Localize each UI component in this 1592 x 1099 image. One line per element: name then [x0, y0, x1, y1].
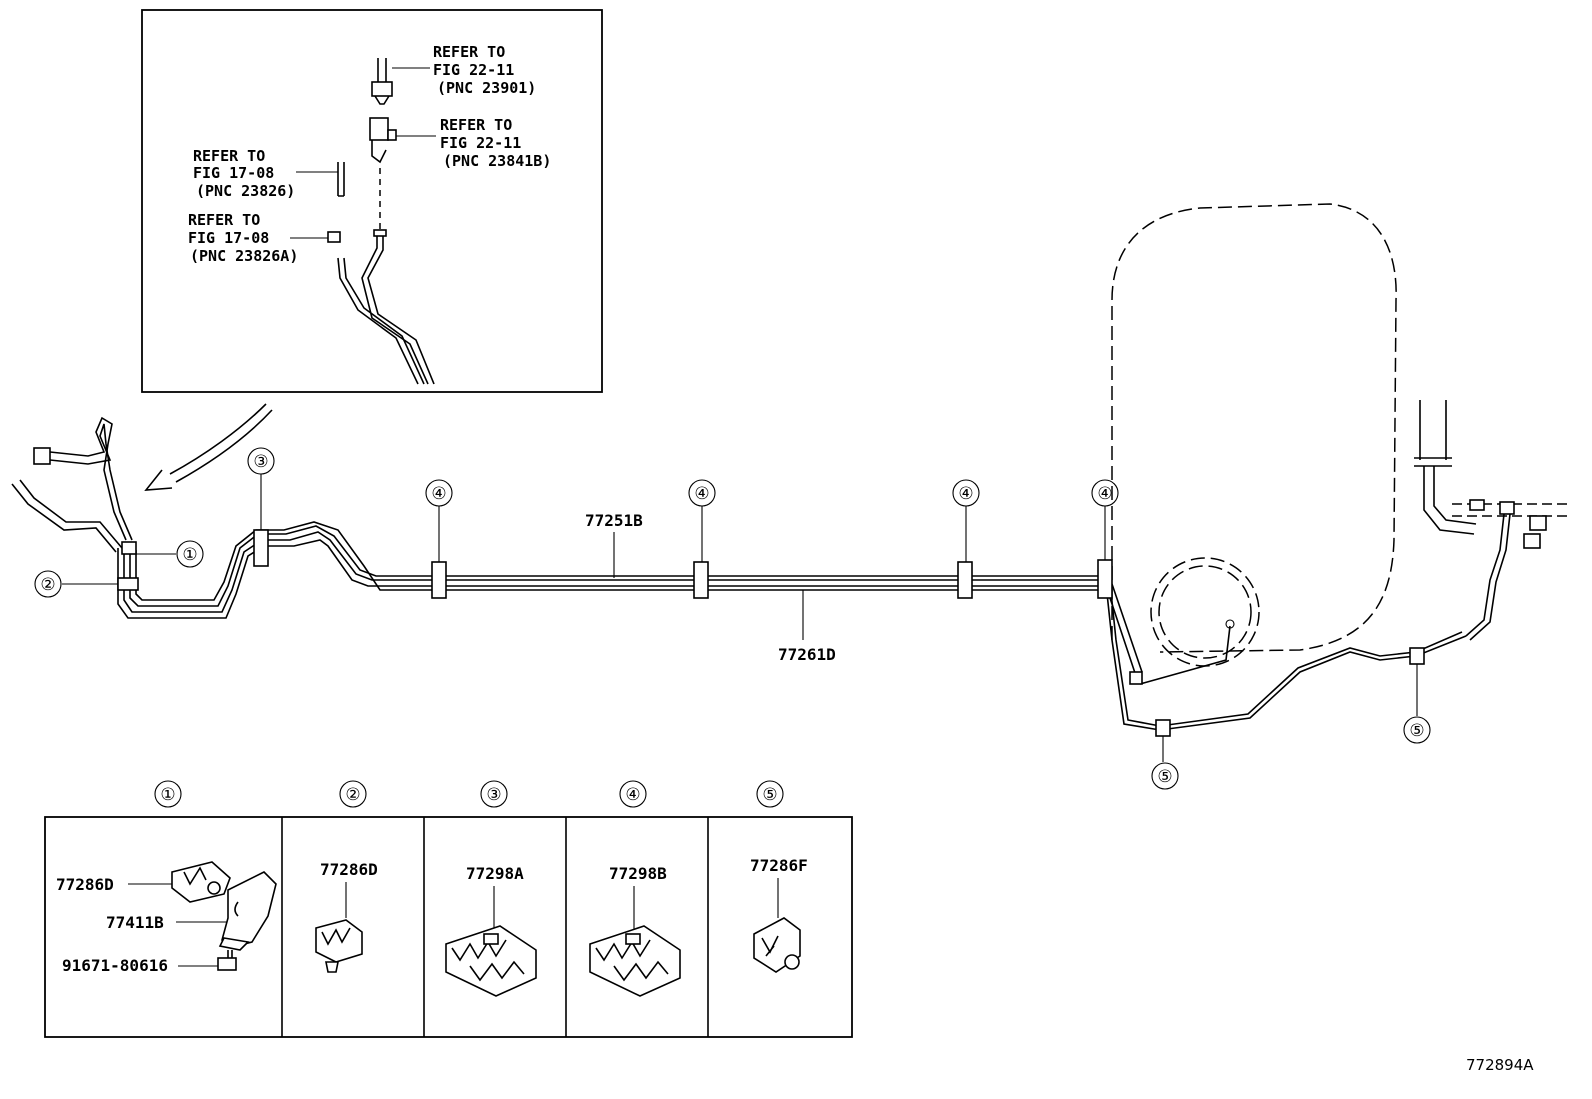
ref1-line2: FIG 22-11 — [433, 61, 514, 79]
figure-id: 772894A — [1466, 1056, 1534, 1074]
ref3-line1: REFER TO — [193, 147, 265, 165]
legend-header-1: ① — [160, 785, 175, 805]
grommet-icon — [296, 162, 345, 197]
filler-neck — [1414, 400, 1568, 641]
svg-text:②: ② — [40, 575, 55, 595]
callout-2: ② — [34, 570, 118, 598]
fuel-tank-outline — [1111, 203, 1397, 685]
ref1-line1: REFER TO — [433, 43, 505, 61]
svg-text:④: ④ — [431, 484, 446, 504]
clamp-4b — [693, 561, 709, 599]
callout-5b: ⑤ — [1403, 664, 1431, 744]
ref4-line2: FIG 17-08 — [188, 229, 269, 247]
ref4-line1: REFER TO — [188, 211, 260, 229]
legend-part-77286D-b: 77286D — [320, 860, 378, 879]
callout-markers: ① ② ③ ④ ④ ④ ④ — [34, 447, 1431, 790]
clamp-5a — [1155, 719, 1171, 737]
clamp-77298B-icon — [589, 925, 681, 997]
tube-label-upper: 77251B — [585, 511, 643, 530]
callout-4b: ④ — [688, 479, 716, 562]
valve-icon — [369, 117, 436, 164]
clamp-4a — [431, 561, 447, 599]
legend-header-4: ④ — [625, 785, 640, 805]
svg-text:④: ④ — [694, 484, 709, 504]
callout-4c: ④ — [952, 479, 980, 562]
clamp-1 — [121, 541, 137, 555]
legend-header-5: ⑤ — [762, 785, 777, 805]
legend-part-77411B: 77411B — [106, 913, 164, 932]
svg-text:⑤: ⑤ — [1157, 767, 1172, 787]
bracket-77411B-icon — [218, 871, 277, 951]
ref2-line3: (PNC 23841B) — [443, 152, 551, 170]
callout-4a: ④ — [425, 479, 453, 562]
svg-text:⑤: ⑤ — [1409, 721, 1424, 741]
rear-lines — [1105, 581, 1467, 731]
inset-tubes — [337, 229, 435, 385]
svg-text:③: ③ — [253, 452, 268, 472]
callout-3: ③ — [247, 447, 275, 530]
clamp-2 — [117, 577, 139, 591]
callout-1: ① — [134, 540, 204, 568]
legend-part-91671: 91671-80616 — [62, 956, 168, 975]
legend-part-77298A: 77298A — [466, 864, 524, 883]
ref3-line3: (PNC 23826) — [196, 182, 295, 200]
tube-label-lower: 77261D — [778, 645, 836, 664]
svg-text:④: ④ — [958, 484, 973, 504]
clamp-77298A-icon — [445, 925, 537, 997]
clamp-77286D-b-icon — [315, 919, 363, 973]
sender-connector-icon — [371, 58, 430, 105]
clamp-77286F-icon — [753, 917, 801, 973]
legend-headers: ① ② ③ ④ ⑤ — [154, 780, 784, 808]
svg-text:④: ④ — [1097, 484, 1112, 504]
bolt-91671-icon — [217, 950, 237, 971]
parts-legend-table: ① ② ③ ④ ⑤ 77286D 77411B 91671-80616 — [44, 780, 853, 1038]
ref4-line3: (PNC 23826A) — [190, 247, 298, 265]
ref2-line2: FIG 22-11 — [440, 134, 521, 152]
clamp-4c — [957, 561, 973, 599]
callout-5a: ⑤ — [1151, 736, 1179, 790]
clamp-3 — [253, 529, 269, 567]
svg-text:①: ① — [182, 545, 197, 565]
legend-header-3: ③ — [486, 785, 501, 805]
detail-arrow-icon — [144, 403, 273, 491]
engine-end-tubes — [11, 416, 133, 553]
clip-small-icon — [290, 231, 341, 243]
ref3-line2: FIG 17-08 — [193, 164, 274, 182]
inset-detail: REFER TO FIG 22-11 (PNC 23901) REFER TO … — [141, 9, 603, 393]
legend-part-77286F: 77286F — [750, 856, 808, 875]
clamp-77286D-icon — [171, 861, 231, 903]
legend-header-2: ② — [345, 785, 360, 805]
legend-part-77286D-a: 77286D — [56, 875, 114, 894]
ref1-line3: (PNC 23901) — [437, 79, 536, 97]
ref2-line1: REFER TO — [440, 116, 512, 134]
legend-part-77298B: 77298B — [609, 864, 667, 883]
clamp-4d — [1097, 559, 1113, 599]
clamp-5b — [1409, 647, 1425, 665]
clamps — [117, 529, 1425, 737]
callout-4d: ④ — [1091, 479, 1119, 560]
